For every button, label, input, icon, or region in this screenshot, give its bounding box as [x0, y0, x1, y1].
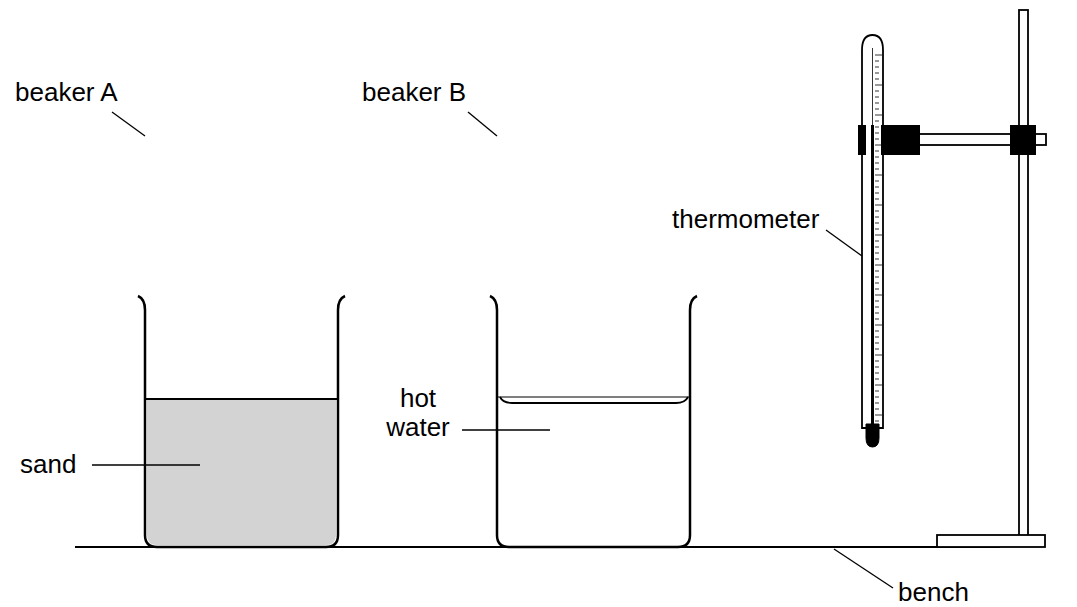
scale-tick [875, 337, 879, 338]
scale-tick [875, 259, 879, 260]
part-label: sand [20, 450, 76, 479]
scale-tick [875, 217, 879, 218]
stand-base [937, 535, 1045, 547]
scale-tick [875, 103, 879, 104]
scale-tick [875, 193, 879, 194]
scale-tick [875, 109, 879, 110]
scale-tick [875, 55, 882, 56]
scale-tick [875, 223, 879, 224]
scale-tick [875, 151, 879, 152]
scale-tick [875, 295, 882, 296]
scale-tick [875, 157, 879, 158]
scale-tick [875, 229, 879, 230]
scale-tick [875, 265, 882, 266]
scale-tick [875, 241, 879, 242]
scale-tick [875, 181, 879, 182]
scale-tick [875, 253, 879, 254]
water-meniscus [498, 396, 689, 397]
scale-tick [875, 421, 879, 422]
beaker-outline [490, 296, 697, 547]
part-label: hot water [378, 384, 458, 441]
scale-tick [875, 211, 879, 212]
scale-tick [875, 301, 879, 302]
scale-tick [875, 127, 879, 128]
scale-tick [875, 277, 879, 278]
scale-tick [875, 313, 879, 314]
thermometer-bulb [866, 424, 879, 447]
scale-tick [875, 61, 879, 62]
scale-tick [875, 145, 882, 146]
scale-tick [875, 415, 882, 416]
scale-tick [875, 343, 879, 344]
scale-tick [875, 319, 879, 320]
scale-tick [875, 379, 879, 380]
stand-rod [1019, 10, 1028, 536]
scale-tick [875, 283, 879, 284]
scale-tick [875, 97, 879, 98]
thermometer-liquid [871, 125, 874, 430]
scale-tick [875, 331, 879, 332]
part-label: beaker A [15, 78, 118, 107]
leader-line [112, 112, 145, 136]
thermometer-scale [875, 55, 882, 421]
leader-line [92, 464, 200, 465]
scale-tick [875, 247, 879, 248]
scale-tick [875, 385, 882, 386]
clamp-block [881, 125, 920, 155]
leader-line [834, 549, 893, 588]
scale-tick [875, 235, 882, 236]
part-label: bench [898, 578, 969, 607]
scale-tick [875, 361, 879, 362]
scale-tick [875, 271, 879, 272]
scale-tick [875, 199, 879, 200]
scale-tick [875, 325, 882, 326]
sand-surface [146, 398, 337, 400]
clamp-block [858, 125, 866, 155]
leader-line [826, 230, 862, 256]
thermometer-capillary [872, 48, 873, 125]
scale-tick [875, 115, 882, 116]
scale-tick [875, 355, 882, 356]
scale-tick [875, 91, 879, 92]
scale-tick [875, 85, 882, 86]
part-label: thermometer [672, 205, 819, 234]
scale-tick [875, 67, 879, 68]
scale-tick [875, 79, 879, 80]
scale-tick [875, 373, 879, 374]
leader-line [462, 429, 550, 430]
scale-tick [875, 403, 879, 404]
scale-tick [875, 139, 879, 140]
scale-tick [875, 289, 879, 290]
scale-tick [875, 397, 879, 398]
scale-tick [875, 187, 879, 188]
part-label: beaker B [362, 78, 466, 107]
scale-tick [875, 169, 879, 170]
leader-line [468, 112, 497, 136]
sand-fill [147, 399, 336, 545]
water-surface [500, 397, 688, 403]
scale-tick [875, 133, 879, 134]
scale-tick [875, 367, 879, 368]
scale-tick [875, 409, 879, 410]
scale-tick [875, 175, 882, 176]
beaker-outline [138, 296, 345, 547]
scale-tick [875, 391, 879, 392]
scale-tick [875, 163, 879, 164]
scale-tick [875, 349, 879, 350]
scale-tick [875, 121, 879, 122]
scale-tick [875, 307, 879, 308]
scale-tick [875, 73, 879, 74]
clamp-boss [1010, 125, 1036, 155]
scale-tick [875, 205, 882, 206]
